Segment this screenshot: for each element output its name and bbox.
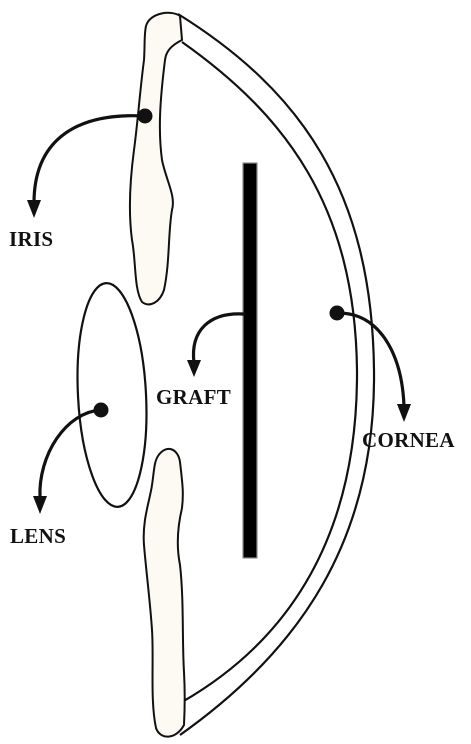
cornea-outer-edge (178, 14, 374, 735)
iris-label: IRIS (9, 227, 53, 251)
iris-arrowhead (27, 200, 41, 218)
cornea-leader-dot (330, 306, 345, 321)
lens-leader-line (40, 410, 101, 498)
graft-arrowhead (187, 360, 201, 377)
iris-upper (130, 13, 182, 305)
cornea-inner-edge (182, 42, 357, 702)
lens-label: LENS (10, 524, 66, 548)
iris-lower (144, 449, 185, 737)
lens-arrowhead (33, 496, 47, 514)
lens-leader (33, 403, 109, 515)
cornea-leader (330, 306, 412, 423)
lens-leader-dot (94, 403, 109, 418)
iris-leader-dot (138, 109, 153, 124)
graft-bar (243, 163, 257, 558)
graft-leader (187, 314, 244, 377)
cornea-label: CORNEA (362, 428, 455, 452)
graft-label: GRAFT (156, 385, 231, 409)
graft-leader-line (193, 314, 244, 363)
cornea-arrowhead (397, 404, 411, 422)
cornea-leader-line (337, 313, 404, 406)
iris-leader-line (34, 116, 145, 203)
lens-ellipse (72, 281, 152, 508)
